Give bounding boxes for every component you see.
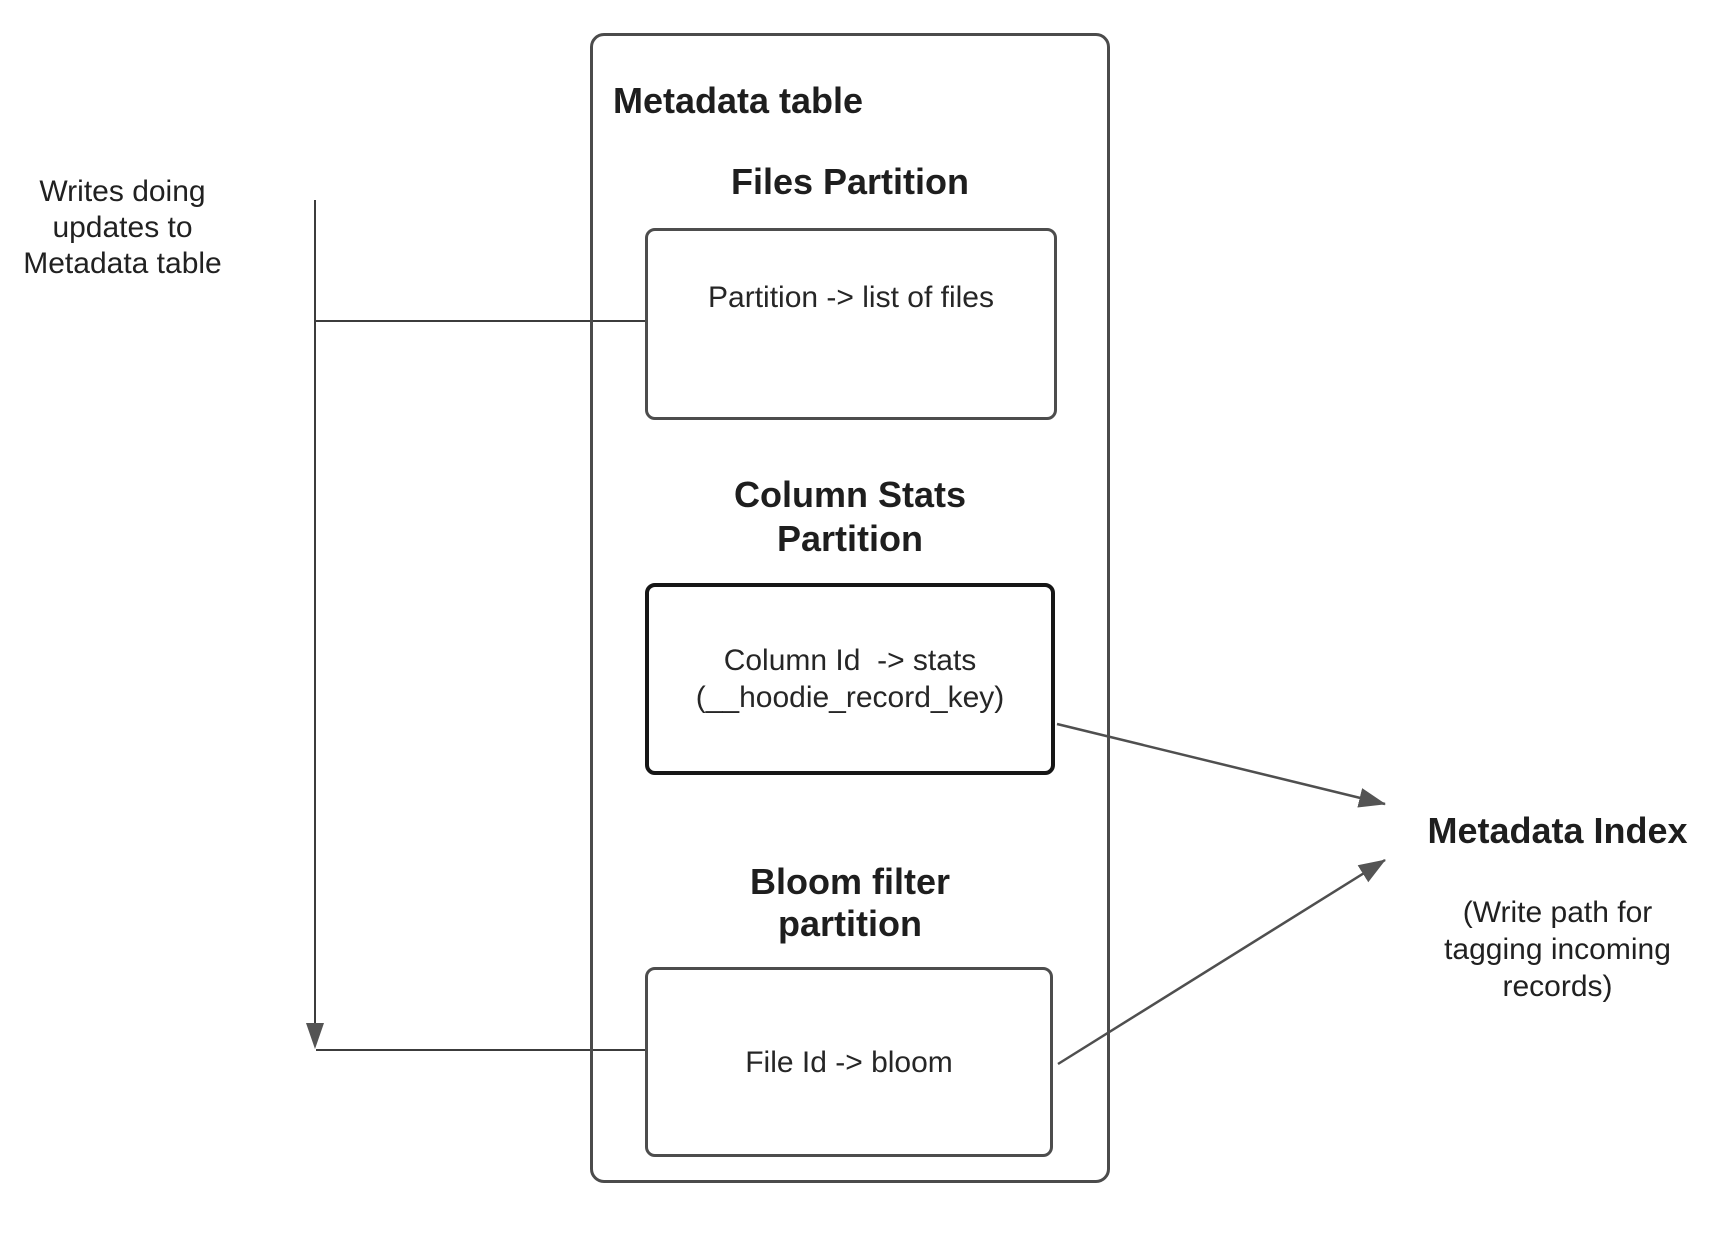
metadata-table-title: Metadata table	[613, 80, 864, 121]
metadata-index-title: Metadata Index	[1427, 810, 1688, 851]
bloom-filter-partition-heading: Bloom filter partition	[749, 861, 950, 944]
writes-updates-note: Writes doing updates to Metadata table	[23, 175, 222, 280]
bloom-filter-partition-box: File Id -> bloom	[645, 967, 1053, 1157]
column-stats-partition-heading: Column Stats Partition	[733, 474, 966, 559]
column-stats-box-text: Column Id -> stats (__hoodie_record_key)	[695, 644, 1005, 714]
metadata-index-subtitle: (Write path for tagging incoming records…	[1444, 896, 1671, 1003]
column-stats-to-index-arrow	[1056, 722, 1386, 808]
column-stats-partition-box: Column Id -> stats (__hoodie_record_key)	[645, 583, 1055, 775]
files-partition-box-text: Partition -> list of files	[708, 280, 994, 314]
files-partition-heading: Files Partition	[730, 161, 970, 202]
files-partition-box: Partition -> list of files	[645, 228, 1057, 420]
bloom-filter-box-text: File Id -> bloom	[745, 1045, 953, 1079]
bloom-to-index-arrow	[1057, 858, 1386, 1066]
metadata-table-box	[590, 33, 1110, 1183]
writes-down-arrowhead	[306, 1023, 324, 1049]
